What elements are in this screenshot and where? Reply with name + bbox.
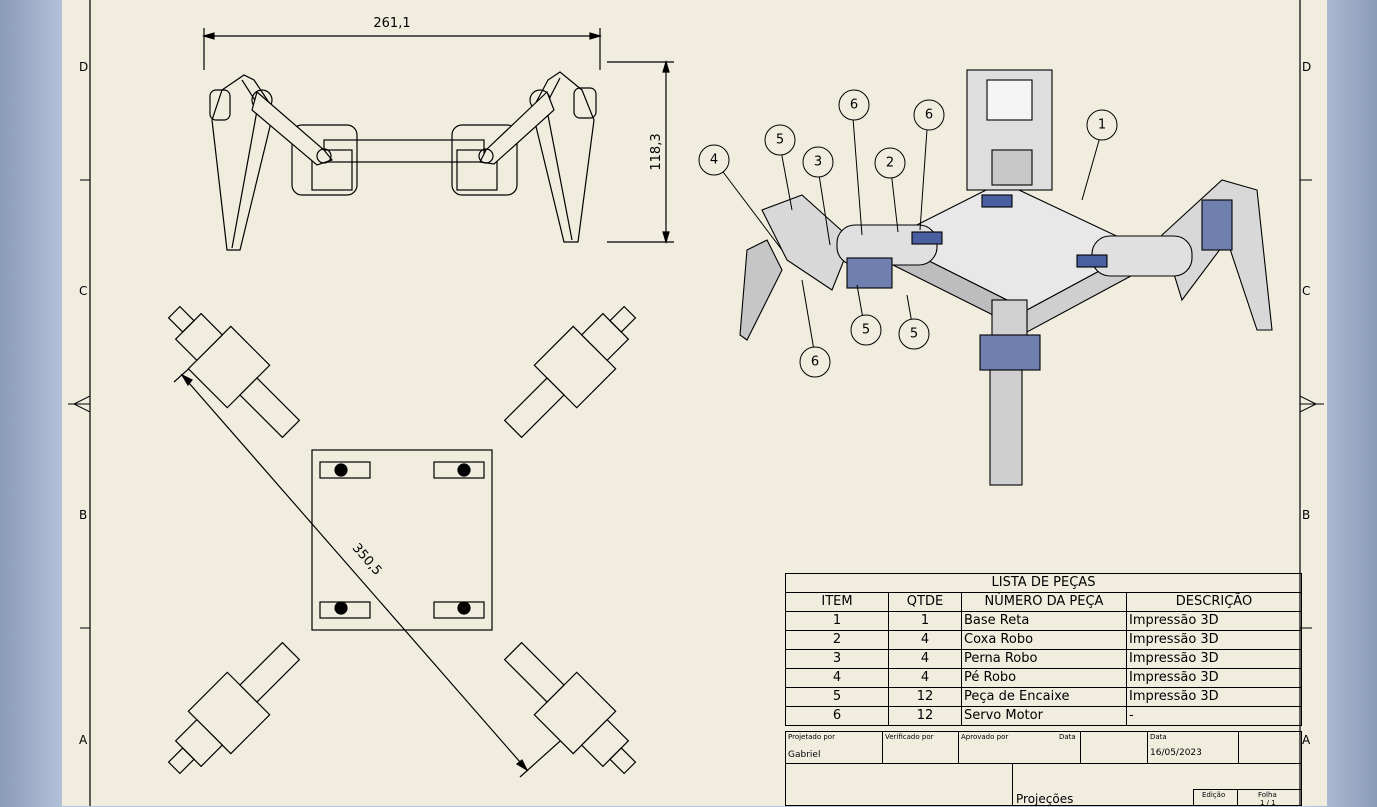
top-view xyxy=(167,305,637,778)
cell-part: Servo Motor xyxy=(961,706,1127,726)
svg-text:6: 6 xyxy=(811,355,819,370)
svg-text:2: 2 xyxy=(886,156,894,171)
dim-front-height: 118,3 xyxy=(649,133,664,170)
col-part-number: NÚMERO DA PEÇA xyxy=(961,592,1127,612)
approved-date-cell xyxy=(1080,731,1148,764)
isometric-view xyxy=(739,69,1273,486)
zone-right-b: B xyxy=(1302,508,1311,522)
designed-by-label: Projetado por xyxy=(788,733,835,741)
drawing-sheet: 261,1 118,3 xyxy=(62,0,1327,807)
balloon-3 xyxy=(802,146,834,178)
zone-right-d: D xyxy=(1302,60,1312,74)
parts-list-table: LISTA DE PEÇAS ITEM QTDE NÚMERO DA PEÇA … xyxy=(785,573,1302,726)
cell-qty: 4 xyxy=(888,630,962,650)
balloon-5b xyxy=(850,314,882,346)
svg-text:6: 6 xyxy=(925,108,933,123)
zone-left-b: B xyxy=(79,508,88,522)
col-item: ITEM xyxy=(785,592,889,612)
cell-qty: 12 xyxy=(888,706,962,726)
cell-desc: Impressão 3D xyxy=(1126,649,1302,669)
cell-item: 6 xyxy=(785,706,889,726)
svg-text:3: 3 xyxy=(814,155,822,170)
cell-desc: Impressão 3D xyxy=(1126,687,1302,707)
sheet-number-label: Folha xyxy=(1258,791,1277,799)
cell-part: Perna Robo xyxy=(961,649,1127,669)
svg-text:5: 5 xyxy=(776,133,784,148)
edition-label: Edição xyxy=(1202,791,1226,799)
sheet-number-cell: Folha 1 / 1 xyxy=(1237,789,1302,807)
zone-left-a: A xyxy=(79,733,88,747)
dim-front-width: 261,1 xyxy=(373,16,410,31)
balloon-1 xyxy=(1086,109,1118,141)
cell-qty: 12 xyxy=(888,687,962,707)
cell-item: 3 xyxy=(785,649,889,669)
zone-right-a: A xyxy=(1302,733,1311,747)
logo-cell xyxy=(785,763,1013,806)
approved-by-label: Aprovado por xyxy=(961,733,1009,741)
balloon-2 xyxy=(874,147,906,179)
col-description: DESCRIÇÃO xyxy=(1126,592,1302,612)
title-block: Projetado por Gabriel Verificado por Apr… xyxy=(785,731,1302,807)
svg-text:5: 5 xyxy=(862,323,870,338)
cell-part: Peça de Encaixe xyxy=(961,687,1127,707)
checked-by-label: Verificado por xyxy=(885,733,934,741)
designed-by-cell: Projetado por Gabriel xyxy=(785,731,883,764)
blank-cell xyxy=(1238,731,1302,764)
date-cell: Data 16/05/2023 xyxy=(1147,731,1239,764)
sheet-name: Projeções xyxy=(1016,792,1074,806)
cell-part: Base Reta xyxy=(961,611,1127,631)
balloons xyxy=(698,89,1118,378)
parts-list-header-row: ITEM QTDE NÚMERO DA PEÇA DESCRIÇÃO xyxy=(785,592,1302,612)
cell-desc: Impressão 3D xyxy=(1126,668,1302,688)
balloon-6c xyxy=(799,346,831,378)
cell-item: 1 xyxy=(785,611,889,631)
svg-text:5: 5 xyxy=(910,327,918,342)
cell-part: Pé Robo xyxy=(961,668,1127,688)
approved-by-cell: Aprovado por Data xyxy=(958,731,1081,764)
front-view xyxy=(201,28,674,251)
date-value: 16/05/2023 xyxy=(1150,748,1202,758)
cell-desc: - xyxy=(1126,706,1302,726)
cell-desc: Impressão 3D xyxy=(1126,611,1302,631)
zone-left-c: C xyxy=(79,284,88,298)
zone-ticks xyxy=(68,179,1324,629)
balloon-6a xyxy=(838,89,870,121)
cell-item: 4 xyxy=(785,668,889,688)
balloon-6b xyxy=(913,99,945,131)
cell-qty: 1 xyxy=(888,611,962,631)
svg-text:1: 1 xyxy=(1098,118,1106,133)
sheet-number-value: 1 / 1 xyxy=(1260,799,1276,807)
drawing-canvas: 261,1 118,3 xyxy=(68,0,1324,806)
sheet-border xyxy=(89,0,1301,806)
checked-by-cell: Verificado por xyxy=(882,731,959,764)
cell-desc: Impressão 3D xyxy=(1126,630,1302,650)
balloon-5a xyxy=(764,124,796,156)
svg-text:4: 4 xyxy=(710,153,718,168)
svg-text:6: 6 xyxy=(850,98,858,113)
date-label: Data xyxy=(1150,733,1167,741)
parts-list-title: LISTA DE PEÇAS xyxy=(785,573,1302,593)
balloon-5c xyxy=(898,318,930,350)
cell-qty: 4 xyxy=(888,649,962,669)
cell-part: Coxa Robo xyxy=(961,630,1127,650)
designed-by-value: Gabriel xyxy=(788,750,821,760)
zone-left-d: D xyxy=(79,60,89,74)
zone-right-c: C xyxy=(1302,284,1311,298)
edition-cell: Edição xyxy=(1193,789,1238,806)
approved-date-label: Data xyxy=(1059,733,1076,741)
cell-qty: 4 xyxy=(888,668,962,688)
cell-item: 5 xyxy=(785,687,889,707)
balloon-labels: 1 2 3 4 5 5 5 6 6 6 xyxy=(710,98,1106,370)
col-qty: QTDE xyxy=(888,592,962,612)
balloon-4 xyxy=(698,144,730,176)
cell-item: 2 xyxy=(785,630,889,650)
